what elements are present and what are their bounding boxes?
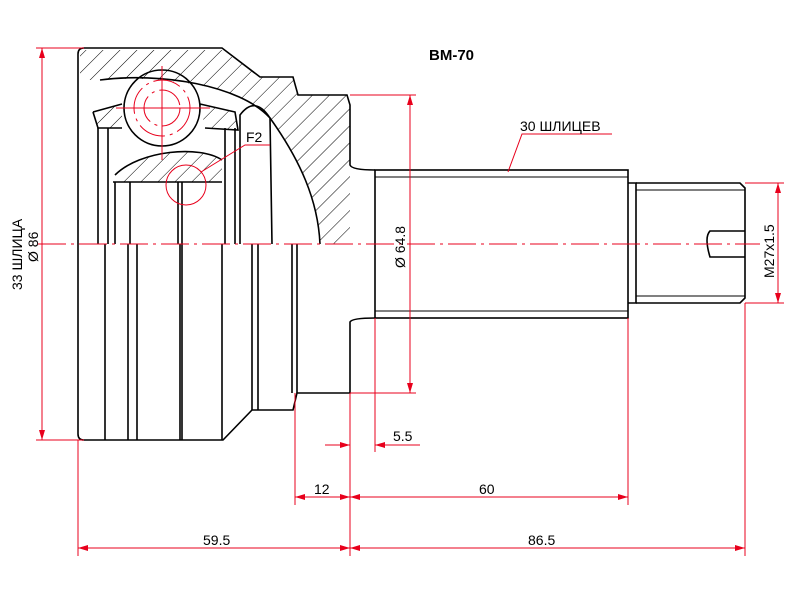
housing-inner-lines: [92, 76, 321, 440]
dim-5-5-label: 5.5: [393, 428, 413, 444]
detail-f2-label: F2: [246, 129, 263, 145]
part-number-title: BM-70: [429, 47, 474, 64]
housing-section-hatch: [80, 50, 350, 244]
ball-centerlines: [116, 66, 210, 160]
detail-f2-circle: [165, 164, 207, 206]
cage-hatch: [93, 104, 238, 130]
detail-f2-leader: [200, 144, 270, 173]
seal-diameter-label: Ø 64.8: [392, 226, 408, 268]
dim-seal-diameter: [350, 94, 416, 394]
shaft-splines-leader: [507, 133, 612, 173]
dim-thread: [745, 182, 784, 304]
extension-lines: [77, 303, 746, 556]
shaft-splines-label: 30 ШЛИЦЕВ: [520, 118, 601, 134]
inner-race-hatch: [115, 151, 222, 182]
outer-diameter-label: Ø 86: [25, 231, 41, 262]
threaded-end: [628, 182, 746, 304]
dim-86-5-label: 86.5: [528, 532, 555, 548]
outer-splines-label: 33 ШЛИЦА: [9, 218, 25, 290]
dim-59-5-label: 59.5: [203, 532, 230, 548]
dim-60-label: 60: [479, 481, 495, 497]
thread-label: M27x1.5: [761, 224, 777, 278]
dim-outer-diameter: [36, 47, 84, 441]
dim-12-label: 12: [314, 481, 330, 497]
